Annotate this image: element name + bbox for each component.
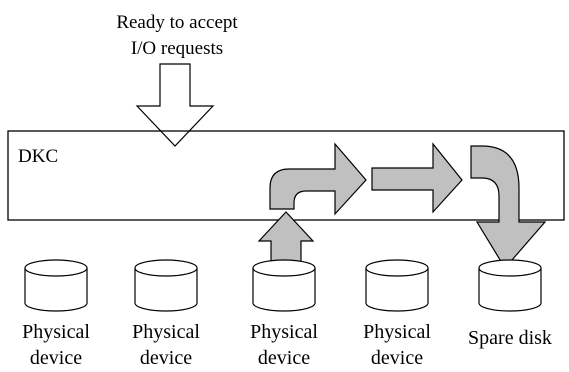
device-label-line-2: device: [371, 347, 423, 369]
physical-device-cylinder: [134, 259, 198, 312]
caption-line-1: Ready to accept: [116, 12, 238, 33]
cylinder-top: [24, 259, 88, 277]
cylinder-body: [252, 268, 316, 312]
io-request-arrow: [135, 63, 215, 147]
cylinder-body: [478, 268, 542, 312]
device-label-line-1: Physical: [22, 321, 90, 343]
cylinder-top: [134, 259, 198, 277]
cylinder-top: [478, 259, 542, 277]
device-label-row: Physical device Physical device Physical devi…: [22, 321, 552, 369]
physical-device-cylinder: [252, 259, 316, 312]
device-label-line-2: device: [30, 347, 82, 369]
device-label-line-1: Spare disk: [468, 327, 552, 349]
device-label-line-1: Physical: [132, 321, 200, 343]
cylinder-top: [252, 259, 316, 277]
device-label-line-2: device: [258, 347, 310, 369]
caption-line-2: I/O requests: [131, 38, 223, 59]
device-label-line-1: Physical: [250, 321, 318, 343]
to-spare-arrow: [470, 145, 547, 270]
device-label-line-2: device: [140, 347, 192, 369]
cylinder-body: [24, 268, 88, 312]
curved-transfer-arrow: [269, 142, 367, 216]
physical-device-cylinder: [365, 259, 429, 312]
disk-row: [24, 259, 542, 312]
cylinder-top: [365, 259, 429, 277]
physical-device-cylinder: [24, 259, 88, 312]
cylinder-body: [365, 268, 429, 312]
spare-disk-cylinder: [478, 259, 542, 312]
cylinder-body: [134, 268, 198, 312]
straight-transfer-arrow: [371, 142, 463, 214]
device-label-line-1: Physical: [363, 321, 431, 343]
dkc-label: DKC: [18, 146, 58, 167]
